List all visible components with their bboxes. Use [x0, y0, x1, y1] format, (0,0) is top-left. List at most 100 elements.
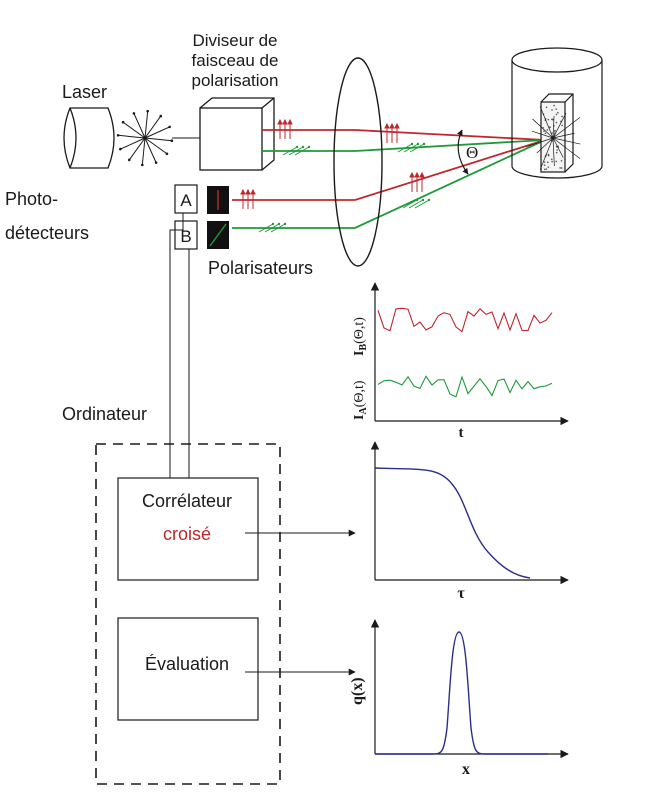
green-polarization-arrowhead: [421, 198, 425, 202]
starburst-ray: [144, 111, 149, 139]
green-polarization-arrowhead: [295, 145, 299, 149]
polarizers-label: Polarisateurs: [208, 258, 313, 278]
red-polarization-arrowhead: [287, 118, 293, 125]
red-polarization-arrowhead: [240, 188, 246, 195]
starburst-ray: [120, 137, 146, 150]
red-polarization-arrowhead: [394, 122, 400, 129]
starburst-ray: [144, 137, 157, 163]
outgoing-green-beam: [262, 139, 546, 152]
sample-particle: [550, 158, 553, 161]
starburst-tip: [159, 114, 163, 118]
distribution-curve: [375, 631, 548, 755]
sample-particle: [543, 130, 545, 133]
sample-particle: [560, 167, 563, 169]
red-polarization-arrowhead: [250, 188, 256, 195]
scatter-ray: [526, 137, 554, 147]
distribution-graph: q(x) x: [349, 619, 569, 778]
sample-particle: [556, 149, 558, 151]
green-polarization-mark: [408, 199, 424, 209]
starburst-ray: [144, 137, 168, 155]
starburst-ray: [118, 134, 146, 139]
green-polarization-mark: [282, 146, 298, 156]
starburst-tip: [170, 139, 174, 142]
sample-particle: [560, 159, 563, 162]
sample-particle: [551, 118, 554, 121]
starburst-tip: [168, 125, 171, 129]
starburst-tip: [127, 158, 131, 162]
polarizer-b-icon: [207, 221, 229, 249]
sample-particle: [561, 115, 563, 118]
starburst-tip: [154, 161, 158, 164]
green-polarization-arrowhead: [301, 145, 305, 149]
optical-beams: [232, 129, 546, 229]
sample-particle: [557, 111, 559, 114]
laser-icon: [63, 107, 115, 169]
angle-label: Θ: [466, 143, 478, 162]
scatter-ray: [532, 118, 554, 139]
sample-particle: [555, 151, 558, 154]
sample-particle: [545, 106, 548, 109]
scatter-ray: [539, 137, 554, 170]
splitter-label-line2: faisceau de: [192, 51, 279, 70]
green-polarization-arrowhead: [271, 222, 275, 226]
green-polarization-arrowhead: [307, 145, 311, 149]
laser-label: Laser: [62, 82, 107, 102]
red-polarization-arrowhead: [277, 118, 283, 125]
photodetectors-label-line1: Photo-: [5, 189, 58, 209]
red-polarization-arrowhead: [245, 188, 251, 195]
correlator-label-line1: Corrélateur: [142, 491, 232, 511]
vertical-polarization-markers: [240, 118, 425, 209]
sample-particle: [554, 129, 556, 132]
starburst-tip: [141, 163, 144, 167]
sample-particle: [555, 108, 557, 110]
detector-b: B: [174, 220, 198, 250]
starburst-ray: [144, 115, 162, 139]
starburst-ray: [133, 113, 146, 139]
detector-cables: [169, 213, 190, 480]
scatter-ray: [552, 117, 581, 139]
sample-particle: [547, 166, 550, 168]
computer-frame: [95, 443, 281, 785]
red-polarization-arrowhead: [384, 122, 390, 129]
splitter-label-line1: Diviseur de: [192, 31, 277, 50]
sample-particle: [546, 129, 549, 131]
green-polarization-arrowhead: [422, 142, 426, 146]
starburst-ray: [144, 126, 170, 139]
scatter-ray: [552, 137, 564, 158]
red-polarization-arrowhead: [409, 171, 415, 178]
evaluation-label: Évaluation: [145, 654, 229, 674]
red-polarization-arrowhead: [419, 171, 425, 178]
evaluation-box: [117, 617, 259, 721]
correlation-xlabel: τ: [457, 585, 465, 602]
sample-particle: [551, 132, 553, 134]
sample-particle: [546, 161, 549, 164]
sample-particle: [555, 113, 558, 116]
starburst-ray: [122, 121, 146, 139]
detector-b-label: B: [180, 227, 191, 246]
scatter-ray: [552, 116, 555, 139]
sample-particle: [561, 124, 563, 127]
sample-particle: [547, 153, 550, 156]
unpolarized-light-icon: [116, 109, 174, 167]
scatter-ray: [531, 130, 554, 139]
starburst-tip: [121, 120, 125, 124]
scatter-ray: [552, 137, 555, 166]
red-polarization-arrowhead: [389, 122, 395, 129]
sample-particle: [543, 168, 546, 171]
signal-a-ylabel: IA(Θ,t): [352, 380, 369, 420]
signals-xlabel: t: [459, 425, 464, 441]
signal-b-ylabel: IB(Θ,t): [352, 317, 369, 356]
scattered-green-beam: [232, 139, 546, 229]
green-polarization-arrowhead: [410, 142, 414, 146]
red-polarization-arrowhead: [282, 118, 288, 125]
sample-particle: [551, 160, 553, 163]
angle-arrow-icon: [457, 129, 469, 175]
sample-particle: [545, 168, 548, 170]
signal-a-trace: [377, 375, 553, 398]
scatter-ray: [539, 106, 554, 139]
sample-particle: [559, 167, 561, 169]
signal-b-trace: [377, 307, 553, 333]
green-polarization-arrowhead: [427, 198, 431, 202]
green-polarization-arrowhead: [416, 142, 420, 146]
